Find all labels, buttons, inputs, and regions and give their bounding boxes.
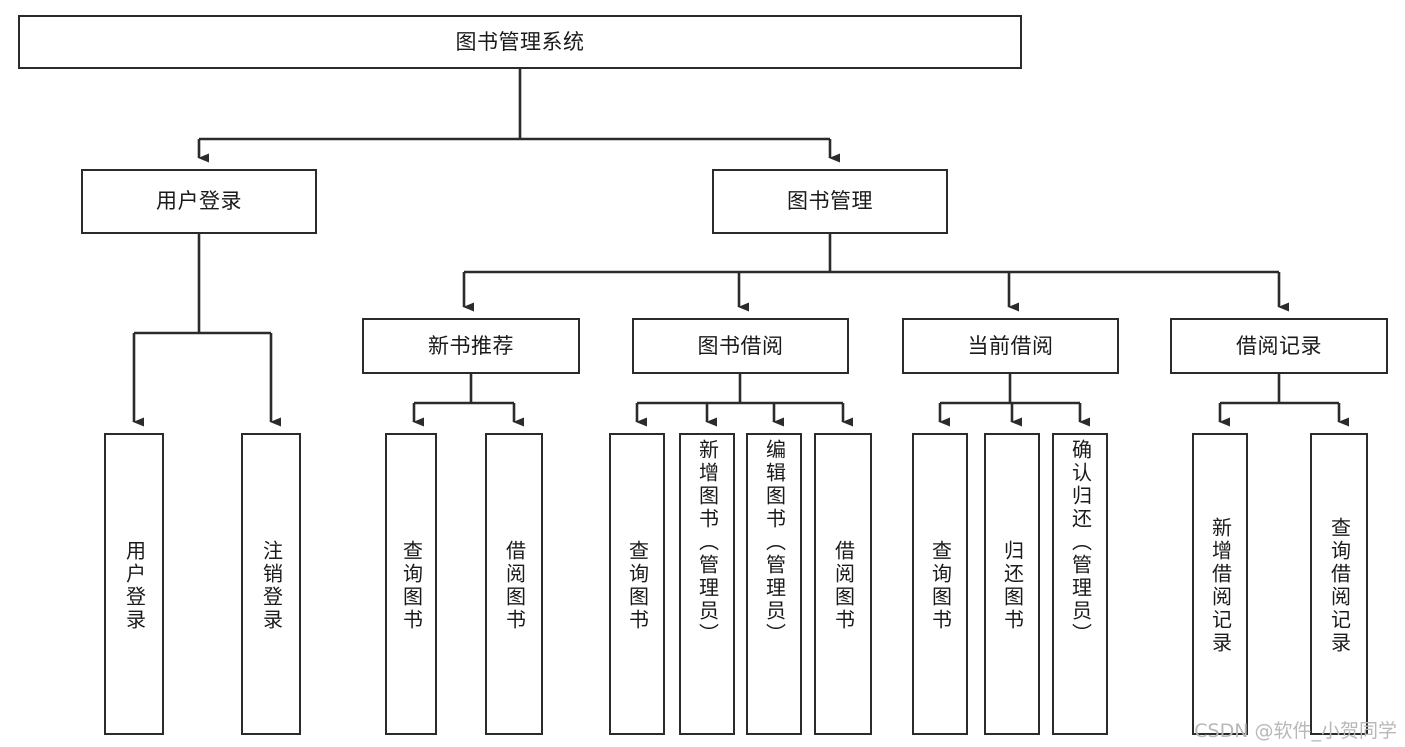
node-label: 当前借阅 — [967, 333, 1054, 358]
node-leaf-query-book-current[interactable]: 查询图书 — [912, 433, 968, 735]
node-leaf-add-borrow-record[interactable]: 新增借阅记录 — [1192, 433, 1248, 735]
node-label: 确认归还（管理员） — [1068, 439, 1093, 646]
node-leaf-query-book-recommend[interactable]: 查询图书 — [385, 433, 437, 735]
node-label: 图书借阅 — [697, 333, 784, 358]
node-leaf-logout[interactable]: 注销登录 — [241, 433, 301, 735]
node-leaf-confirm-return-admin[interactable]: 确认归还（管理员） — [1052, 433, 1108, 735]
node-label: 借阅图书 — [831, 540, 856, 632]
node-label: 用户登录 — [156, 189, 242, 214]
node-borrow-records[interactable]: 借阅记录 — [1170, 318, 1388, 374]
node-label: 查询图书 — [625, 540, 650, 632]
node-leaf-edit-book-admin[interactable]: 编辑图书（管理员） — [746, 433, 802, 735]
node-leaf-borrow-book[interactable]: 借阅图书 — [814, 433, 872, 735]
node-book-borrow[interactable]: 图书借阅 — [632, 318, 849, 374]
node-leaf-query-borrow-record[interactable]: 查询借阅记录 — [1310, 433, 1368, 735]
node-label: 用户登录 — [122, 540, 147, 632]
node-label: 查询借阅记录 — [1327, 517, 1352, 655]
node-label: 图书管理 — [787, 189, 873, 214]
node-user-login[interactable]: 用户登录 — [81, 169, 317, 234]
node-leaf-query-book-borrow[interactable]: 查询图书 — [609, 433, 665, 735]
node-label: 查询图书 — [399, 540, 424, 632]
node-current-borrow[interactable]: 当前借阅 — [902, 318, 1119, 374]
watermark-text: CSDN @软件_小贺同学 — [1194, 720, 1397, 742]
node-label: 新增图书（管理员） — [695, 439, 720, 646]
node-label: 图书管理系统 — [455, 29, 585, 54]
node-label: 新增借阅记录 — [1208, 517, 1233, 655]
node-book-management[interactable]: 图书管理 — [712, 169, 948, 234]
node-leaf-borrow-book-recommend[interactable]: 借阅图书 — [485, 433, 543, 735]
node-label: 注销登录 — [259, 540, 284, 632]
node-root-system[interactable]: 图书管理系统 — [18, 15, 1022, 69]
node-label: 查询图书 — [928, 540, 953, 632]
node-label: 借阅记录 — [1236, 333, 1322, 358]
node-label: 归还图书 — [1000, 540, 1025, 632]
node-label: 借阅图书 — [502, 540, 527, 632]
node-label: 编辑图书（管理员） — [762, 439, 787, 646]
node-leaf-user-login[interactable]: 用户登录 — [104, 433, 164, 735]
node-new-book-recommend[interactable]: 新书推荐 — [362, 318, 580, 374]
node-leaf-add-book-admin[interactable]: 新增图书（管理员） — [679, 433, 735, 735]
node-leaf-return-book[interactable]: 归还图书 — [984, 433, 1040, 735]
node-label: 新书推荐 — [428, 333, 514, 358]
